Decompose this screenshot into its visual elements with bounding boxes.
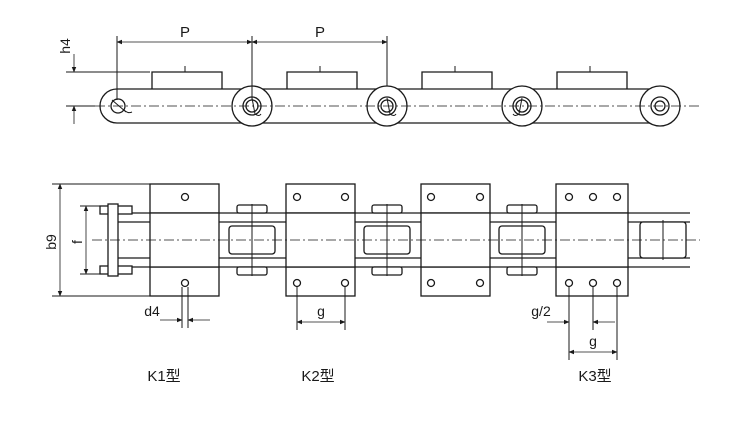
g-label-k3: g <box>589 333 597 349</box>
side-pins <box>110 97 529 116</box>
h4-label: h4 <box>57 38 73 54</box>
type-k2-caption: K2型 <box>301 368 334 385</box>
side-attachments <box>151 66 628 89</box>
pitch-label-2: P <box>315 24 325 41</box>
d4-label: d4 <box>144 303 160 319</box>
top-rollers <box>228 204 687 276</box>
top-view: b9 f d4 g g/2 g <box>43 183 700 360</box>
b9-label: b9 <box>43 234 59 250</box>
g-half-label: g/2 <box>531 303 551 319</box>
type-k3-caption: K3型 <box>578 368 611 385</box>
attachment-holes <box>180 192 622 288</box>
f-label: f <box>69 240 85 244</box>
pitch-label-1: P <box>180 24 190 41</box>
side-view: P P h4 <box>57 24 700 127</box>
g-label-k2: g <box>317 303 325 319</box>
type-k1-caption: K1型 <box>147 368 180 385</box>
